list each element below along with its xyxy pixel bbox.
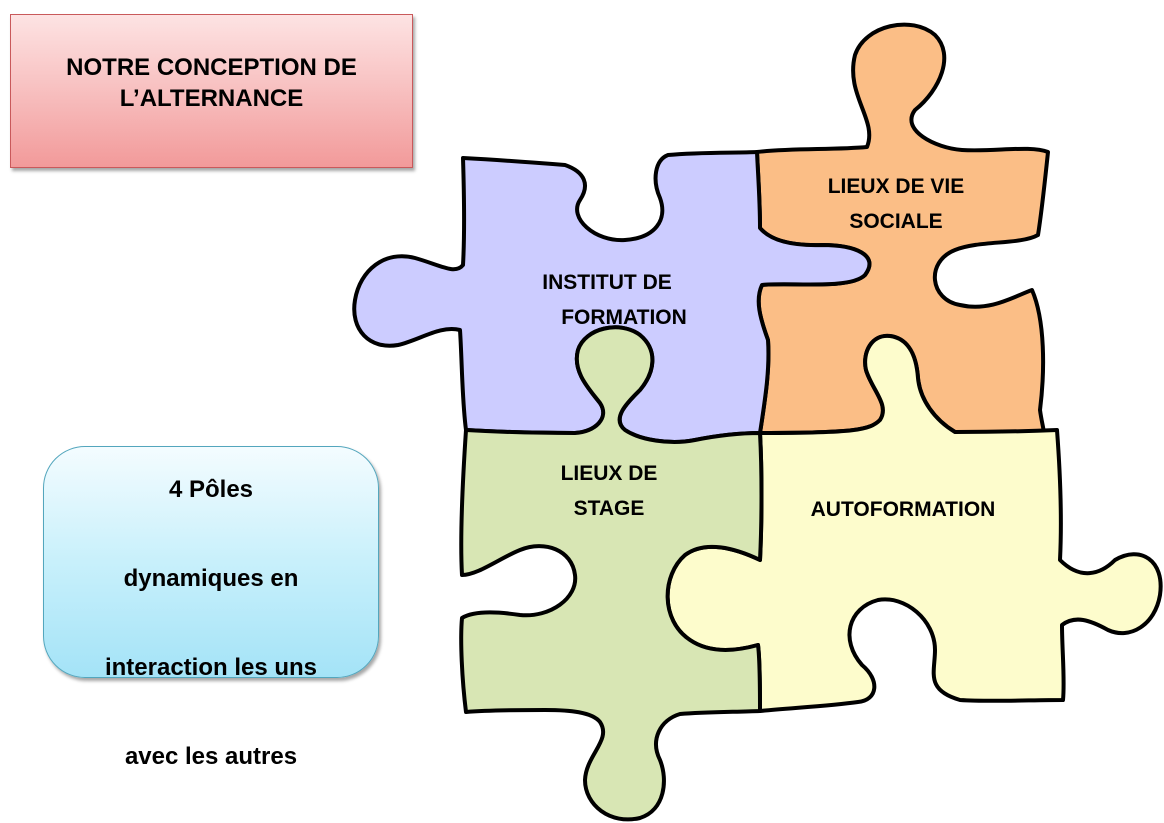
info-text: 4 Pôles dynamiques en interaction les uns a… [76, 474, 346, 772]
info-line-3: interaction les uns [104, 654, 318, 681]
title-line-1: NOTRE CONCEPTION DE [66, 54, 357, 81]
info-box: 4 Pôles dynamiques en interaction les uns a… [43, 446, 379, 770]
institut-label-line-2: FORMATION [561, 306, 687, 329]
lieux-vie-label-line-1: LIEUX DE VIE [828, 175, 965, 198]
info-line-4: avec les autres [124, 743, 298, 770]
autoformation-label: AUTOFORMATION [811, 498, 996, 521]
lieux-stage-label-line-1: LIEUX DE [561, 462, 658, 485]
info-line-2: dynamiques en [123, 565, 299, 592]
title-box: NOTRE CONCEPTION DE L’ALTERNANCE [10, 14, 413, 168]
title-line-2: L’ALTERNANCE [119, 85, 304, 112]
lieux-stage-label-line-2: STAGE [574, 497, 645, 520]
title-text: NOTRE CONCEPTION DE L’ALTERNANCE [42, 52, 382, 114]
lieux-vie-label-line-2: SOCIALE [849, 210, 942, 233]
puzzle-piece-lieux-de-stage [459, 325, 764, 822]
institut-label-line-1: INSTITUT DE [542, 271, 672, 294]
info-line-1: 4 Pôles [168, 476, 254, 503]
